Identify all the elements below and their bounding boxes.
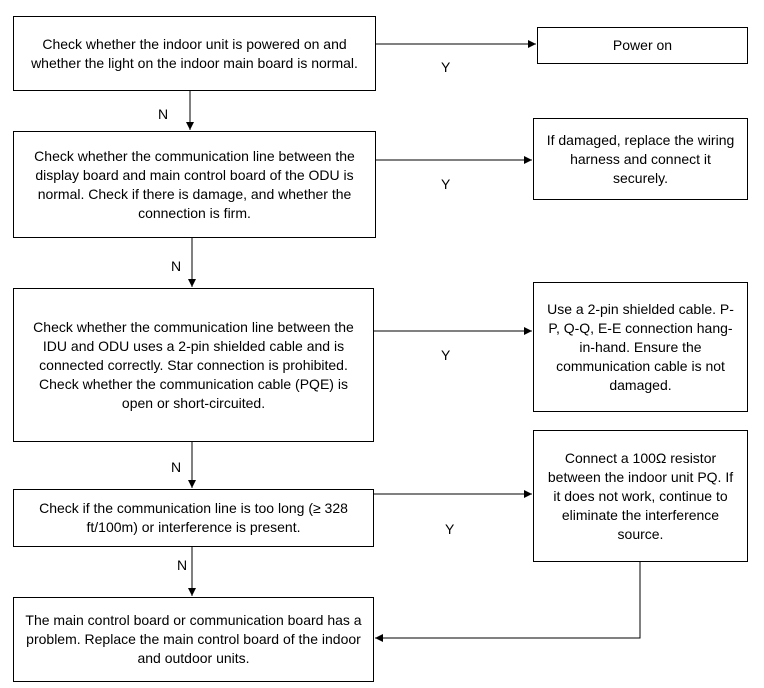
check-power-box: Check whether the indoor unit is powered… bbox=[13, 16, 376, 91]
yes-label: Y bbox=[445, 521, 455, 537]
check-line-length-box: Check if the communication line is too l… bbox=[13, 489, 374, 547]
result-power-text: Power on bbox=[612, 37, 673, 53]
result-wiring-text: If damaged, replace the wiring harness a… bbox=[546, 131, 735, 186]
check-idu-odu-line-box: Check whether the communication line bet… bbox=[13, 288, 374, 442]
result-resistor-box: Connect a 100Ω resistor between the indo… bbox=[533, 430, 748, 562]
check-idu-odu-line-text: Check whether the communication line bet… bbox=[33, 318, 354, 411]
check-power-text: Check whether the indoor unit is powered… bbox=[31, 35, 358, 71]
result-power-box: Power on bbox=[537, 27, 748, 64]
no-label: N bbox=[171, 258, 182, 274]
final-action-text: The main control board or communication … bbox=[25, 612, 362, 666]
yes-label: Y bbox=[441, 347, 451, 363]
check-display-line-box: Check whether the communication line bet… bbox=[13, 131, 376, 238]
result-cable-box: Use a 2-pin shielded cable. P-P, Q-Q, E-… bbox=[533, 282, 748, 412]
no-label: N bbox=[158, 106, 169, 122]
check-line-length-text: Check if the communication line is too l… bbox=[39, 500, 348, 535]
result-resistor-text: Connect a 100Ω resistor between the indo… bbox=[547, 449, 734, 542]
yes-label: Y bbox=[441, 59, 451, 75]
final-action-box: The main control board or communication … bbox=[13, 597, 374, 682]
yes-label: Y bbox=[441, 176, 451, 192]
arrow-return-final bbox=[375, 562, 641, 642]
result-cable-text: Use a 2-pin shielded cable. P-P, Q-Q, E-… bbox=[547, 300, 734, 393]
no-label: N bbox=[171, 459, 182, 475]
result-wiring-box: If damaged, replace the wiring harness a… bbox=[533, 118, 748, 200]
check-display-line-text: Check whether the communication line bet… bbox=[34, 147, 355, 221]
no-label: N bbox=[177, 557, 188, 573]
